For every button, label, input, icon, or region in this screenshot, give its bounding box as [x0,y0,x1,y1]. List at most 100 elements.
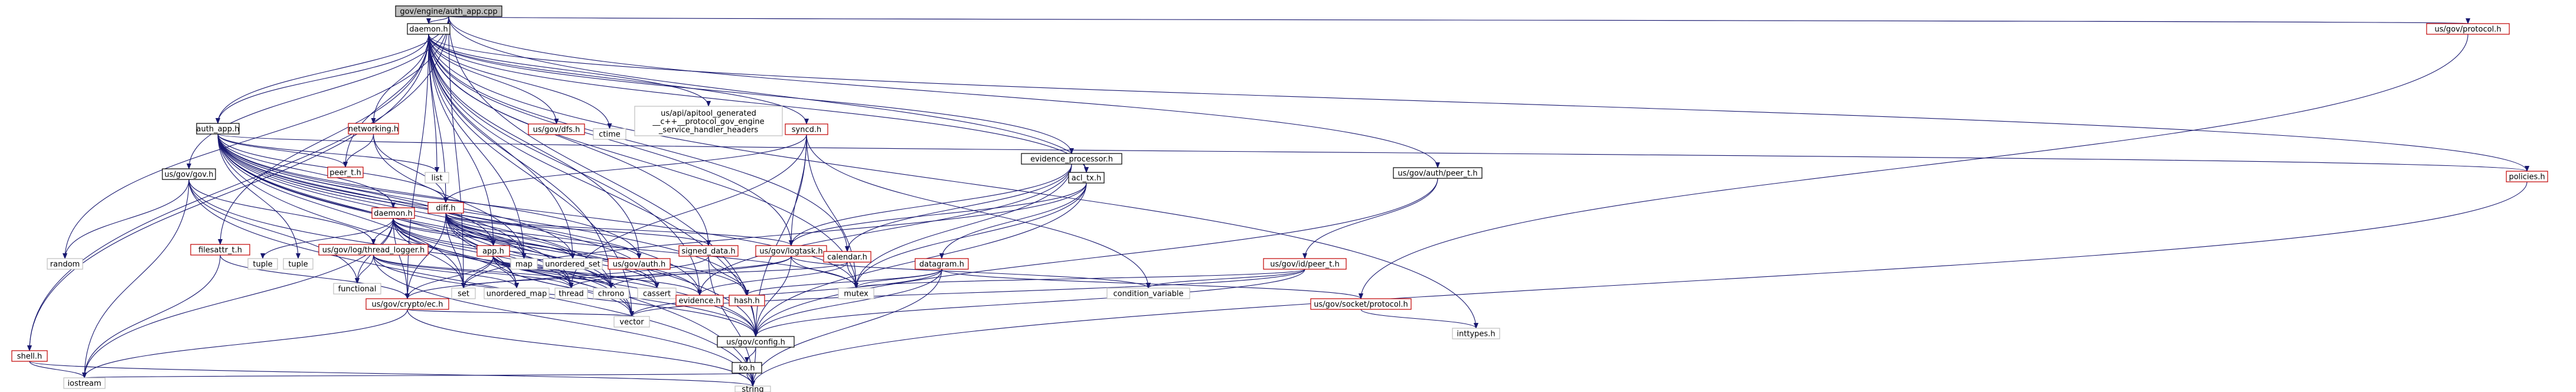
edge-daemon_top-to-calendar [428,34,850,252]
node-label: evidence.h [678,297,720,306]
node-daemon2[interactable]: daemon.h [371,207,415,219]
edge-daemon_top-to-chrono [428,34,613,289]
node-diff[interactable]: diff.h [427,202,464,214]
node-cryptos[interactable]: us/gov/crypto/ec.h [365,298,449,310]
node-usgov[interactable]: us/gov/gov.h [162,168,216,180]
edge-root-to-peer_t_auth [448,16,1440,168]
node-list: list [425,172,449,184]
edge-daemon_top-to-cryptos [405,34,429,299]
node-iostream: iostream [63,377,106,389]
edge-syncd-to-config [753,134,807,337]
edge-app-to-chrono [492,256,613,289]
node-logtask[interactable]: us/gov/logtask.h [755,245,827,257]
edge-acl_tx-to-logtask [789,182,1087,246]
edge-cryptos-to-iostream [82,309,408,378]
node-protocol_top[interactable]: us/gov/protocol.h [2426,23,2510,35]
edge-daemon2-to-config [393,218,758,337]
edge-thread_logger-to-chrono [373,254,613,289]
node-api: us/api/apitool_generated__c++__protocol_… [634,106,783,136]
edge-evidence_processor-to-logtask [789,164,1072,246]
node-evidence_processor[interactable]: evidence_processor.h [1021,153,1122,165]
node-label: us/gov/crypto/ec.h [371,300,443,309]
node-filesattr[interactable]: filesattr_t.h [190,244,250,256]
edge-id_peer_t-to-vector [629,269,1305,317]
edge-daemon_top-to-inttypes [428,34,1478,329]
node-label: us/api/apitool_generated__c++__protocol_… [652,109,764,135]
edge-diff-to-cryptos [405,213,446,299]
edge-auth_app-to-hash [217,133,749,296]
node-id_peer_t[interactable]: us/gov/id/peer_t.h [1263,258,1347,270]
node-networking[interactable]: networking.h [348,123,399,135]
edge-acl_tx-to-mutex [854,182,1087,289]
node-ko[interactable]: ko.h [732,362,762,374]
edge-thread_logger-to-string [373,254,755,387]
node-hash[interactable]: hash.h [729,295,765,306]
edge-datagram-to-string [750,269,942,387]
edge-usgov-to-random [63,179,190,259]
node-policies[interactable]: policies.h [2506,171,2548,182]
node-unordered_set: unordered_set [543,258,603,270]
node-label: thread [559,290,584,299]
node-label: us/gov/protocol.h [2434,25,2501,34]
node-mutex: mutex [838,288,874,299]
edge-daemon_top-to-config [428,34,758,337]
edge-auth_app-to-tuple_b [217,133,301,259]
node-root[interactable]: gov/engine/auth_app.cpp [395,5,502,17]
edge-logtask-to-condvar [791,256,1151,289]
node-label: peer_t.h [329,169,361,178]
edge-root-to-usgov [187,16,449,169]
node-shell[interactable]: shell.h [11,350,48,362]
node-calendar[interactable]: calendar.h [823,251,871,263]
node-label: tuple [288,260,308,269]
node-dfs[interactable]: us/gov/dfs.h [528,123,585,135]
node-app[interactable]: app.h [476,245,510,257]
edge-auth_app-to-list [217,133,439,173]
node-label: us/gov/gov.h [165,171,214,179]
node-socket_protocol[interactable]: us/gov/socket/protocol.h [1310,298,1412,310]
edge-evidence_processor-to-evidence [697,164,1072,296]
node-gov_auth[interactable]: us/gov/auth.h [608,258,671,270]
node-label: unordered_set [545,260,600,269]
node-evidence[interactable]: evidence.h [675,295,724,306]
node-daemon_top[interactable]: daemon.h [407,23,450,35]
edge-syncd-to-condvar [806,134,1151,289]
node-datagram[interactable]: datagram.h [915,258,969,270]
edge-daemon_top-to-dfs [428,34,559,125]
edge-root-to-auth_app [216,16,449,124]
edge-usgov-to-thread_logger [188,179,376,245]
node-peer_t_auth[interactable]: us/gov/auth/peer_t.h [1393,167,1483,179]
node-peer_t[interactable]: peer_t.h [327,166,364,178]
node-label: us/gov/auth/peer_t.h [1398,169,1477,178]
node-label: filesattr_t.h [198,246,242,255]
node-label: shell.h [17,352,43,361]
edge-root-to-protocol_top [448,16,2469,24]
node-label: iostream [67,380,101,388]
node-label: gov/engine/auth_app.cpp [400,8,497,17]
edge-usgov-to-iostream [82,179,190,378]
node-thread_logger[interactable]: us/gov/log/thread_logger.h [318,244,429,256]
edge-diff-to-mutex [445,213,858,289]
node-acl_tx[interactable]: acl_tx.h [1068,172,1105,184]
node-syncd[interactable]: syncd.h [785,123,828,135]
node-label: us/gov/log/thread_logger.h [322,246,425,255]
node-auth_app[interactable]: auth_app.h [196,123,240,135]
edge-daemon_top-to-networking [371,34,429,124]
node-config[interactable]: us/gov/config.h [717,336,795,348]
node-signed_data[interactable]: signed_data.h [678,245,739,257]
edge-logtask-to-thread [569,256,792,289]
node-tuple_a: tuple [247,258,278,270]
node-tuple_b: tuple [283,258,314,270]
node-label: tuple [253,260,272,269]
edge-acl_tx-to-datagram [939,182,1087,259]
node-label: us/gov/id/peer_t.h [1270,260,1339,269]
edge-auth_app-to-mutex [217,133,858,289]
edge-calendar-to-set [461,262,848,289]
node-label: map [515,260,533,269]
node-label: auth_app.h [197,125,240,134]
edge-id_peer_t-to-condvar [1146,269,1305,289]
edge-auth_app-to-set [217,133,466,289]
edge-evidence_processor-to-calendar [845,164,1072,252]
edge-daemon_top-to-syncd [428,34,809,125]
node-cassert: cassert [637,288,677,299]
